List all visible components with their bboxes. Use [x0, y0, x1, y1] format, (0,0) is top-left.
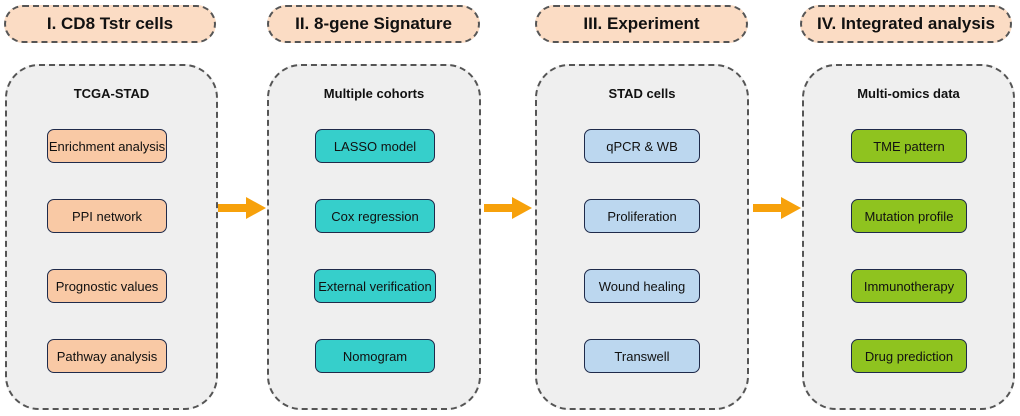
stage-1-item: Pathway analysis [47, 339, 167, 373]
stage-4-item: Drug prediction [851, 339, 967, 373]
item-label: External verification [318, 278, 432, 294]
stage-2-item: LASSO model [315, 129, 435, 163]
stage-3-item: qPCR & WB [584, 129, 700, 163]
arrow-head [781, 197, 801, 219]
stage-3-panel: STAD cells qPCR & WB Proliferation Wound… [535, 64, 749, 410]
stage-3-item: Wound healing [584, 269, 700, 303]
stage-1-item: Enrichment analysis [47, 129, 167, 163]
stage-4-header: IV. Integrated analysis [800, 5, 1012, 43]
stage-3-panel-title: STAD cells [608, 86, 676, 101]
item-label: Wound healing [598, 278, 686, 294]
stage-4-item: TME pattern [851, 129, 967, 163]
stage-3-item: Proliferation [584, 199, 700, 233]
item-label: Cox regression [331, 208, 419, 224]
item-label: Proliferation [607, 208, 677, 224]
item-label: Transwell [614, 348, 670, 364]
stage-3-item: Transwell [584, 339, 700, 373]
stage-2-item: Nomogram [315, 339, 435, 373]
item-label: Prognostic values [55, 278, 159, 294]
stage-1-panel: TCGA-STAD Enrichment analysis PPI networ… [5, 64, 218, 410]
item-label: Mutation profile [864, 208, 954, 224]
arrow-shaft [484, 204, 514, 212]
stage-1-header-label: I. CD8 Tstr cells [46, 14, 174, 33]
arrow-shaft [753, 204, 783, 212]
arrow-head [512, 197, 532, 219]
stage-2-header-label: II. 8-gene Signature [295, 14, 452, 33]
stage-4-item: Mutation profile [851, 199, 967, 233]
item-label: Enrichment analysis [48, 138, 166, 154]
stage-1-panel-title: TCGA-STAD [73, 86, 150, 101]
stage-2-item: External verification [314, 269, 436, 303]
item-label: Immunotherapy [863, 278, 955, 294]
stage-1-item: PPI network [47, 199, 167, 233]
item-label: qPCR & WB [606, 138, 678, 154]
item-label: Nomogram [342, 348, 408, 364]
stage-2-header: II. 8-gene Signature [267, 5, 480, 43]
stage-2-panel: Multiple cohorts LASSO model Cox regress… [267, 64, 481, 410]
item-label: Drug prediction [864, 348, 954, 364]
item-label: Pathway analysis [56, 348, 158, 364]
arrow-head [246, 197, 266, 219]
item-label: PPI network [71, 208, 143, 224]
arrow-stage-1-to-2 [218, 197, 266, 219]
stage-3-header-label: III. Experiment [583, 14, 700, 33]
stage-1-header: I. CD8 Tstr cells [4, 5, 216, 43]
stage-2-item: Cox regression [315, 199, 435, 233]
stage-2-panel-title: Multiple cohorts [323, 86, 425, 101]
arrow-stage-2-to-3 [484, 197, 532, 219]
stage-4-panel: Multi-omics data TME pattern Mutation pr… [802, 64, 1015, 410]
stage-1-item: Prognostic values [47, 269, 167, 303]
item-label: LASSO model [333, 138, 417, 154]
arrow-stage-3-to-4 [753, 197, 801, 219]
item-label: TME pattern [873, 138, 945, 154]
arrow-shaft [218, 204, 248, 212]
stage-3-header: III. Experiment [535, 5, 748, 43]
stage-4-panel-title: Multi-omics data [857, 86, 960, 101]
stage-4-header-label: IV. Integrated analysis [817, 14, 995, 33]
stage-4-item: Immunotherapy [851, 269, 967, 303]
